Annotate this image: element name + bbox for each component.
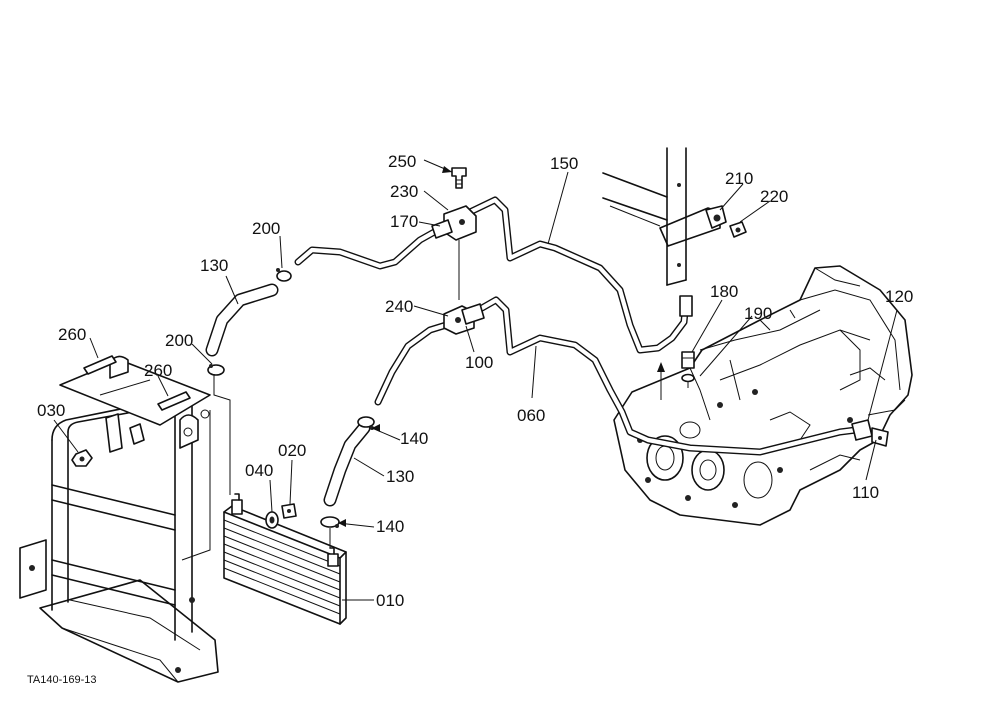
pipe-tee-to-hose xyxy=(374,318,460,406)
callout-240: 240 xyxy=(385,297,413,316)
clamp-200-upper xyxy=(276,268,292,282)
frame-bracket xyxy=(602,147,721,286)
callout-040: 040 xyxy=(245,461,273,480)
callout-labels: 250 230 170 150 210 220 200 130 240 180 … xyxy=(37,152,913,610)
callout-210: 210 xyxy=(725,169,753,188)
washer-040 xyxy=(265,511,279,529)
line-hose-to-cooler xyxy=(213,374,231,495)
callout-190: 190 xyxy=(744,304,772,323)
callout-260-lower: 260 xyxy=(144,361,172,380)
pipe-150 xyxy=(466,196,690,354)
callout-130-upper: 130 xyxy=(200,256,228,275)
callout-230: 230 xyxy=(390,182,418,201)
fitting-110 xyxy=(851,419,889,447)
callout-100: 100 xyxy=(465,353,493,372)
callout-150: 150 xyxy=(550,154,578,173)
washer-190 xyxy=(681,373,695,383)
callout-030: 030 xyxy=(37,401,65,420)
callout-120: 120 xyxy=(885,287,913,306)
pipe-170 xyxy=(294,222,449,270)
hose-130-lower xyxy=(323,421,371,507)
clamp-200-lower xyxy=(207,364,225,376)
callout-260-upper: 260 xyxy=(58,325,86,344)
fitting-180 xyxy=(681,351,695,369)
callout-220: 220 xyxy=(760,187,788,206)
callout-140-lower: 140 xyxy=(376,517,404,536)
figure-code: TA140-169-13 xyxy=(27,674,97,686)
nut-030 xyxy=(71,449,93,467)
callout-200-lower: 200 xyxy=(165,331,193,350)
clip-260-b xyxy=(157,391,191,411)
arrow-head-up xyxy=(657,362,665,372)
pipe-060 xyxy=(478,296,860,456)
bolt-250 xyxy=(451,167,467,189)
fitting-100 xyxy=(461,303,485,325)
fitting-170 xyxy=(431,219,453,239)
clamp-140-lower xyxy=(320,516,340,528)
hose-130-upper xyxy=(205,283,279,357)
callout-170: 170 xyxy=(390,212,418,231)
callout-010: 010 xyxy=(376,591,404,610)
callout-250: 250 xyxy=(388,152,416,171)
clamp-210 xyxy=(705,205,727,229)
clamp-140-upper xyxy=(357,416,375,430)
oil-cooler xyxy=(223,493,347,625)
callout-180: 180 xyxy=(710,282,738,301)
clip-260-a xyxy=(83,355,117,375)
plug-020 xyxy=(281,503,297,519)
leader-lines xyxy=(53,159,898,601)
callout-140-upper: 140 xyxy=(400,429,428,448)
callout-060: 060 xyxy=(517,406,545,425)
callout-020: 020 xyxy=(278,441,306,460)
callout-200-upper: 200 xyxy=(252,219,280,238)
line-frame-link xyxy=(181,410,211,561)
cooler-support-frame xyxy=(19,355,219,683)
bolt-220 xyxy=(729,221,747,238)
callout-110: 110 xyxy=(852,483,879,502)
fitting-150-end xyxy=(679,295,693,317)
callout-130-lower: 130 xyxy=(386,467,414,486)
